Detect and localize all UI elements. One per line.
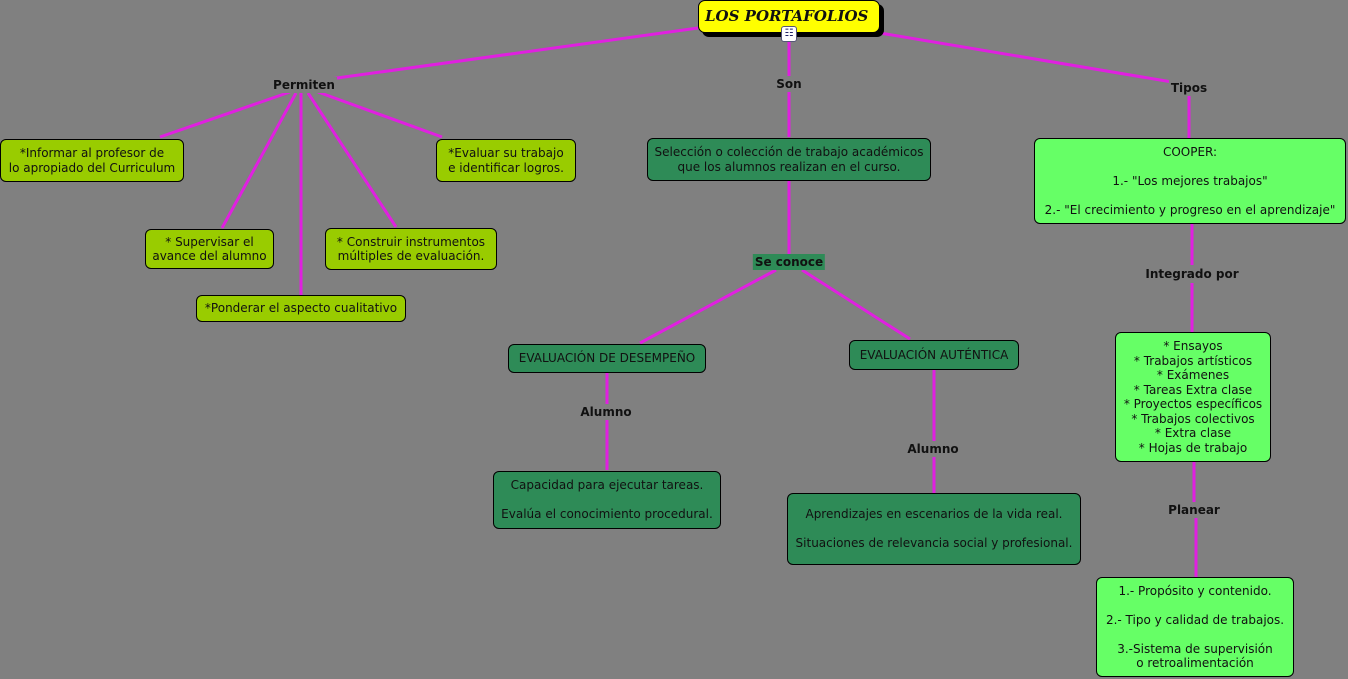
concept-aprendizajes[interactable]: Aprendizajes en escenarios de la vida re… xyxy=(787,493,1081,565)
concept-capacidad[interactable]: Capacidad para ejecutar tareas. Evalúa e… xyxy=(493,471,721,529)
link-label-alumno[interactable]: Alumno xyxy=(578,404,634,420)
concept-seleccion[interactable]: Selección o colección de trabajo académi… xyxy=(647,138,931,181)
link-label-se-conoce[interactable]: Se conoce xyxy=(752,254,826,270)
link-label-son[interactable]: Son xyxy=(774,76,804,92)
hierarchy-icon[interactable]: ☷ xyxy=(781,26,797,42)
link-label-permiten[interactable]: Permiten xyxy=(271,77,337,93)
link-line xyxy=(329,26,699,81)
link-line xyxy=(317,90,443,139)
link-line xyxy=(879,31,1179,85)
concept-ponderar[interactable]: *Ponderar el aspecto cualitativo xyxy=(196,295,406,322)
concept-informar[interactable]: *Informar al profesor de lo apropiado de… xyxy=(0,139,184,182)
link-label-planear[interactable]: Planear xyxy=(1166,502,1222,518)
link-label-alumno[interactable]: Alumno xyxy=(905,441,961,457)
link-label-tipos[interactable]: Tipos xyxy=(1168,80,1210,96)
concept-construir[interactable]: * Construir instrumentos múltiples de ev… xyxy=(325,228,497,270)
concept-supervisar[interactable]: * Supervisar el avance del alumno xyxy=(145,229,274,269)
link-line xyxy=(220,92,298,229)
concept-integrado[interactable]: * Ensayos * Trabajos artísticos * Exámen… xyxy=(1115,332,1271,462)
link-label-integrado-por[interactable]: Integrado por xyxy=(1143,266,1241,282)
concept-evaluar[interactable]: *Evaluar su trabajo e identificar logros… xyxy=(436,139,576,182)
link-line xyxy=(639,268,777,345)
concept-evaluacion-desempeno[interactable]: EVALUACIÓN DE DESEMPEÑO xyxy=(508,344,706,373)
concept-cooper[interactable]: COOPER: 1.- "Los mejores trabajos" 2.- "… xyxy=(1034,138,1346,224)
link-line xyxy=(801,268,911,341)
link-line xyxy=(159,90,291,139)
link-line xyxy=(306,92,398,228)
concept-planear[interactable]: 1.- Propósito y contenido. 2.- Tipo y ca… xyxy=(1096,577,1294,677)
concept-evaluacion-autentica[interactable]: EVALUACIÓN AUTÉNTICA xyxy=(849,340,1019,370)
